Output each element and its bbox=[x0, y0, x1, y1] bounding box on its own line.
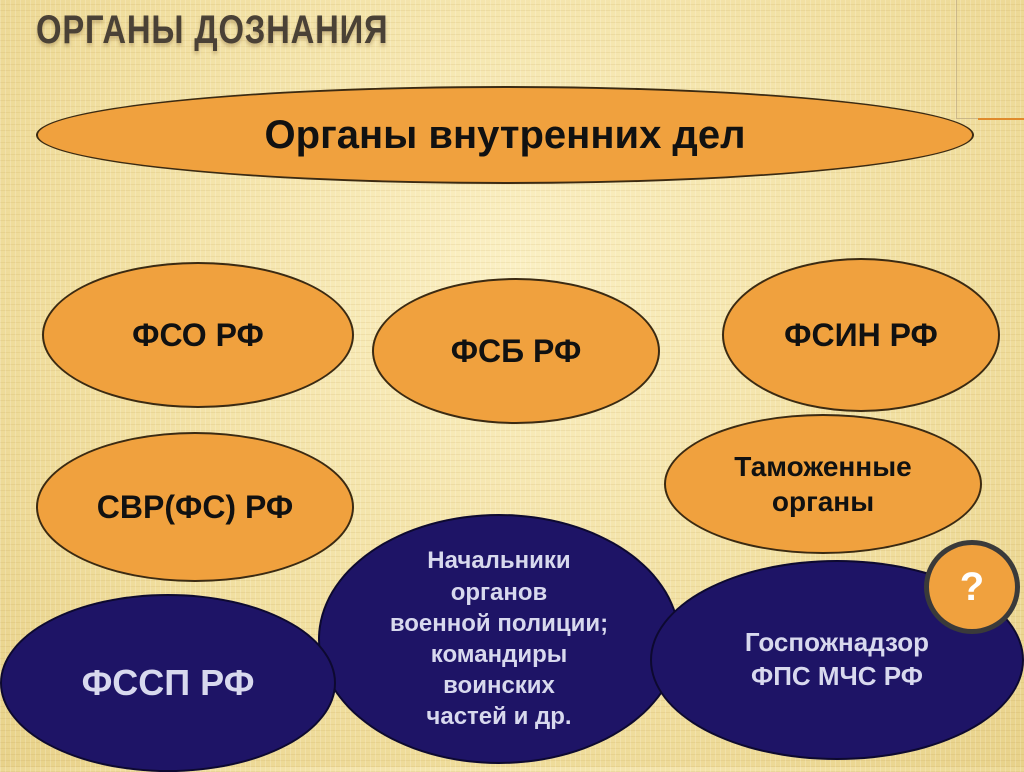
help-button[interactable]: ? bbox=[924, 540, 1020, 634]
node-military-police-label: Начальники органов военной полиции; кома… bbox=[389, 547, 609, 731]
node-fsin: ФСИН РФ bbox=[722, 258, 1000, 412]
node-military-police: Начальники органов военной полиции; кома… bbox=[318, 514, 680, 764]
node-fso-label: ФСО РФ bbox=[132, 316, 264, 353]
node-customs-label: Таможенные органы bbox=[734, 451, 912, 517]
node-fssp-label: ФССП РФ bbox=[81, 662, 255, 703]
node-fsb: ФСБ РФ bbox=[372, 278, 660, 424]
node-svr-label: СВР(ФС) РФ bbox=[96, 488, 294, 525]
node-customs: Таможенные органы bbox=[664, 414, 982, 554]
node-fso: ФСО РФ bbox=[42, 262, 354, 408]
node-internal-affairs: Органы внутренних дел bbox=[36, 86, 974, 184]
question-icon: ? bbox=[959, 564, 985, 609]
node-svr: СВР(ФС) РФ bbox=[36, 432, 354, 582]
node-fsin-label: ФСИН РФ bbox=[784, 316, 938, 353]
node-gospozhnadzor-label: Госпожнадзор ФПС МЧС РФ bbox=[744, 627, 930, 691]
accent-line bbox=[978, 118, 1024, 120]
node-fssp: ФССП РФ bbox=[0, 594, 336, 772]
node-fsb-label: ФСБ РФ bbox=[450, 332, 582, 369]
corner-decoration bbox=[956, 0, 1024, 119]
slide-title: ОРГАНЫ ДОЗНАНИЯ bbox=[36, 8, 389, 52]
node-internal-affairs-label: Органы внутренних дел bbox=[264, 112, 746, 157]
